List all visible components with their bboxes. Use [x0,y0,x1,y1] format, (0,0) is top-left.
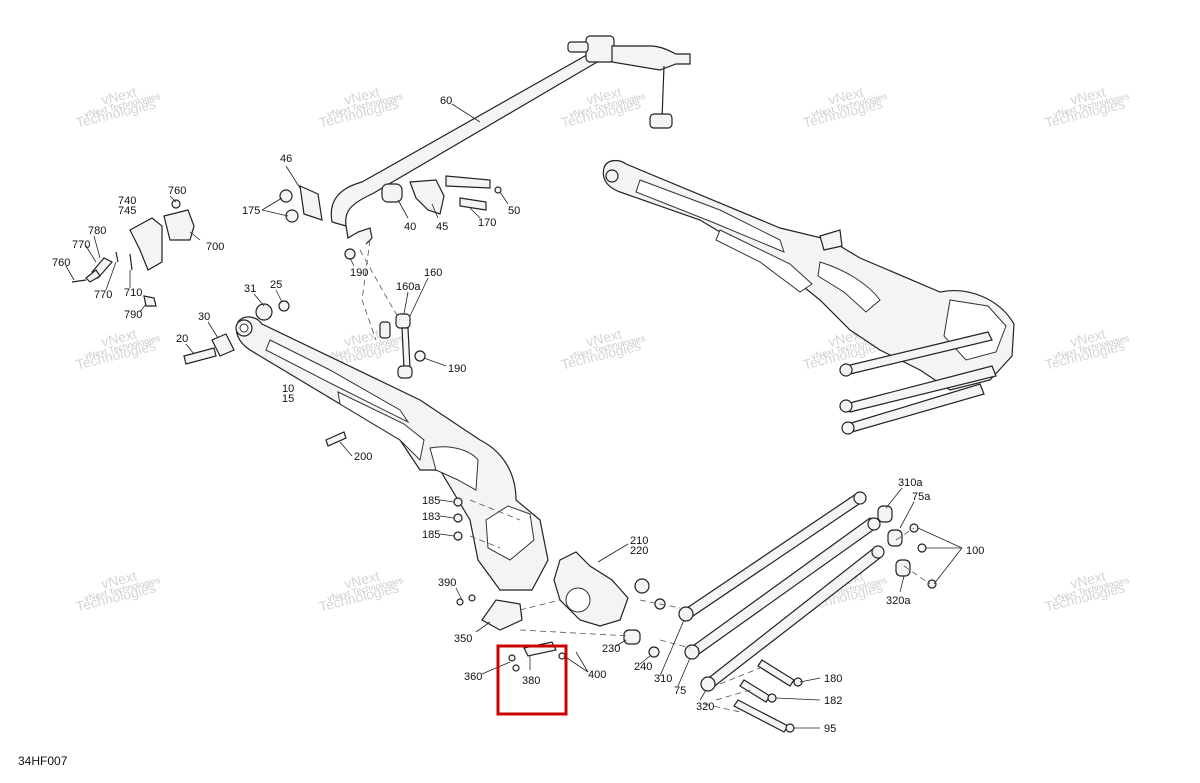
callout-770-lower: 770 [94,289,112,301]
assembly-lines [359,239,931,713]
callout-360: 360 [464,671,482,683]
upper-control-links [839,331,997,435]
callout-780: 780 [88,225,106,237]
callout-310: 310 [654,673,672,685]
callout-320: 320 [696,701,714,713]
callout-75: 75 [674,685,686,697]
callout-100: 100 [966,545,984,557]
callout-40: 40 [404,221,416,233]
callout-210: 210 [630,535,648,547]
callout-760: 760 [168,185,186,197]
callout-770: 770 [72,239,90,251]
callout-170: 170 [478,217,496,229]
sway-bar [330,35,691,245]
long-bolts [733,659,803,733]
callout-390: 390 [438,577,456,589]
left-trailing-arm [235,316,549,591]
callout-30: 30 [198,311,210,323]
callout-740: 740 [118,195,136,207]
callout-15: 15 [282,393,294,405]
callout-790: 790 [124,309,142,321]
callout-175: 175 [242,205,260,217]
callout-350: 350 [454,633,472,645]
highlight-box [496,644,568,716]
callout-710: 710 [124,287,142,299]
callout-46: 46 [280,153,292,165]
diagram-code: 34HF007 [18,754,68,768]
callout-240: 240 [634,661,652,673]
callout-180: 180 [824,673,842,685]
knuckle-210-220 [553,551,666,627]
callout-25: 25 [270,279,282,291]
callout-220: 220 [630,545,648,557]
callout-10: 10 [282,383,294,395]
callout-160a: 160a [396,281,421,293]
left-arm-hardware [183,300,347,447]
bracket-350 [456,594,566,672]
callout-45: 45 [436,221,448,233]
callout-310a: 310a [898,477,923,489]
knuckle-hardware [453,497,660,658]
leader-lines [65,103,963,729]
callout-50: 50 [508,205,520,217]
callout-200: 200 [354,451,372,463]
callout-320a: 320a [886,595,911,607]
callout-labels: 60 46 175 40 45 170 50 190 760 740 745 7… [52,95,984,735]
callout-160: 160 [424,267,442,279]
callout-745: 745 [118,205,136,217]
callout-400: 400 [588,669,606,681]
callout-20: 20 [176,333,188,345]
callout-190-lower: 190 [448,363,466,375]
callout-185: 185 [422,495,440,507]
callout-183: 183 [422,511,440,523]
callout-185-lower: 185 [422,529,440,541]
callout-380: 380 [522,675,540,687]
callout-182: 182 [824,695,842,707]
callout-760-lower: 760 [52,257,70,269]
callout-31: 31 [244,283,256,295]
sway-bar-hardware [279,175,502,260]
callout-230: 230 [602,643,620,655]
bracket-assembly [71,199,195,307]
lower-control-links [678,491,937,692]
callout-75a: 75a [912,491,931,503]
callout-95: 95 [824,723,836,735]
callout-60: 60 [440,95,452,107]
callout-190: 190 [350,267,368,279]
link-160 [379,313,426,379]
callout-700: 700 [206,241,224,253]
